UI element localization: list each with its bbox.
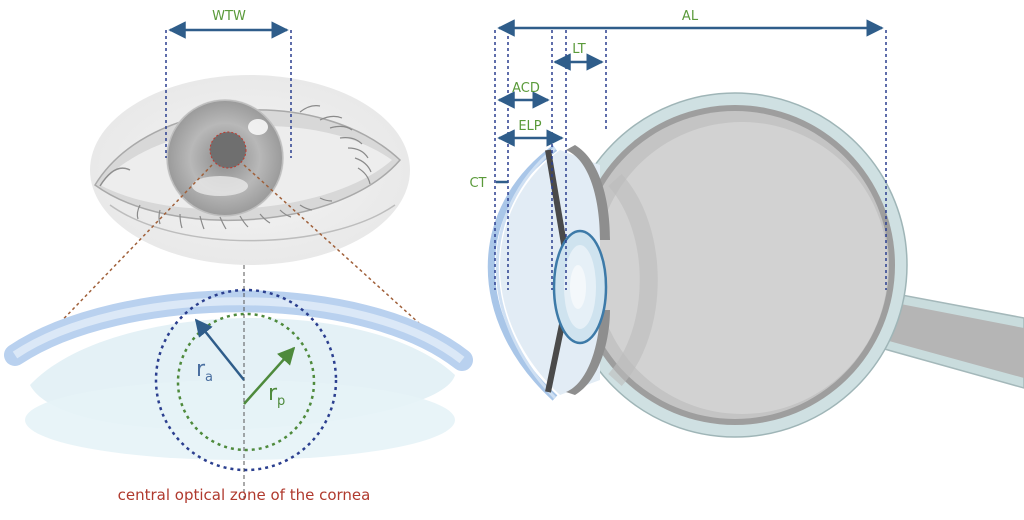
posterior-radius-circle [176,312,316,452]
elp-label: ELP [518,119,541,134]
r-a-label: ra [196,357,213,385]
r-a-arrow [194,318,245,381]
r-p-label: rp [268,381,285,409]
central-zone-marker [209,131,247,169]
anterior-radius-circle [154,288,338,472]
wtw-label: WTW [212,9,246,24]
magnified-cornea [4,290,473,460]
lt-label: LT [572,42,585,57]
zoom-leader-right [243,164,463,363]
al-label: AL [682,9,699,24]
eye-cross-section-illustration [487,92,1024,438]
ct-label: CT [469,176,486,191]
cornea-zone-caption: central optical zone of the cornea [118,486,371,504]
biometry-guides [494,30,887,290]
eye-front-view-illustration [90,75,410,265]
acd-label: ACD [512,81,540,96]
r-p-arrow [243,346,296,405]
